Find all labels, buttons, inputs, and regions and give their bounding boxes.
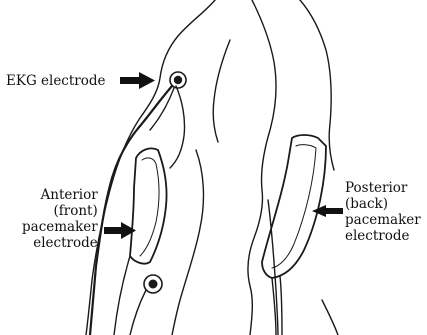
posterior-label-line-1: Posterior xyxy=(345,180,421,196)
anterior-pad-inner xyxy=(140,158,159,256)
front-shoulder-line xyxy=(213,40,230,142)
anterior-label-line-1: Anterior xyxy=(22,187,98,203)
anterior-pad xyxy=(130,148,167,263)
posterior-electrode-label: Posterior (back) pacemaker electrode xyxy=(345,180,421,244)
ekg-label-text: EKG electrode xyxy=(6,73,106,89)
ekg-arrow xyxy=(120,72,155,89)
posterior-label-line-3: pacemaker xyxy=(345,212,421,228)
lower-ekg-lead xyxy=(130,290,146,335)
anterior-electrode-label: Anterior (front) pacemaker electrode xyxy=(22,187,98,251)
ekg-electrode-label: EKG electrode xyxy=(6,73,106,89)
anterior-label-line-2: (front) xyxy=(22,203,98,219)
front-torso-inner-line xyxy=(170,86,185,168)
anterior-pad-lead xyxy=(114,256,130,335)
posterior-pad-lead-2 xyxy=(280,276,282,335)
front-chest-line xyxy=(172,150,203,335)
posterior-pad xyxy=(262,135,326,278)
posterior-label-line-4: electrode xyxy=(345,228,421,244)
posterior-pad-inner xyxy=(272,145,316,268)
ekg-electrode-inner xyxy=(174,76,182,84)
posterior-label-line-2: (back) xyxy=(345,196,421,212)
ekg-lead-wire-1 xyxy=(90,86,172,335)
back-lower-outline xyxy=(322,300,338,335)
anterior-label-line-4: electrode xyxy=(22,235,98,251)
anterior-label-line-3: pacemaker xyxy=(22,219,98,235)
back-torso-outline xyxy=(248,0,276,335)
lower-ekg-electrode-inner xyxy=(149,280,158,289)
